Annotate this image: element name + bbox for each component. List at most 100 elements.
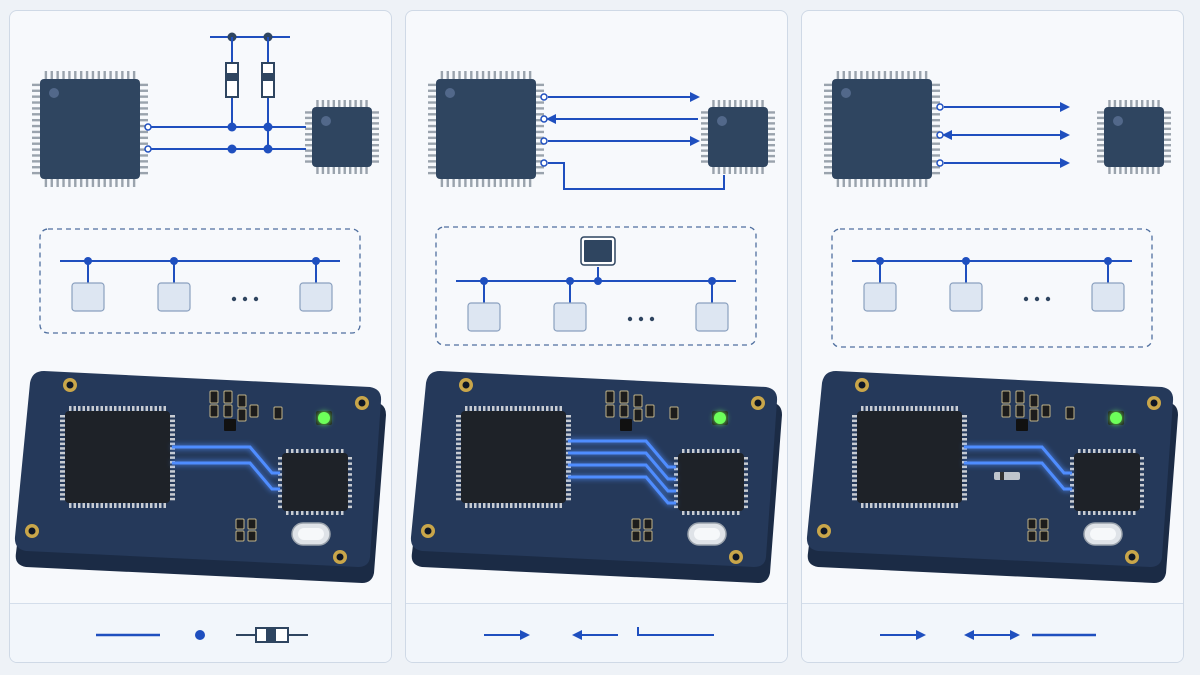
smd-component xyxy=(1041,404,1051,418)
smd-component xyxy=(1001,404,1011,418)
legend-right-icons xyxy=(880,630,1096,640)
crystal-highlight xyxy=(298,528,324,540)
mounting-hole-center xyxy=(66,381,74,389)
resistor-band xyxy=(226,73,238,81)
mcu-chip-body xyxy=(436,79,536,179)
smd-component xyxy=(1015,404,1025,418)
mcu-chip xyxy=(428,71,544,187)
bus-node xyxy=(695,302,729,332)
bus-node xyxy=(863,282,897,312)
junction-dot-icon xyxy=(227,122,237,132)
pin1-marker-icon xyxy=(717,116,727,126)
smd-component xyxy=(247,530,257,542)
smd-component xyxy=(1029,408,1039,422)
smd-component xyxy=(223,390,233,404)
glowing-trace xyxy=(568,451,676,481)
junction-dot-icon xyxy=(195,630,205,640)
master-box-outline xyxy=(580,236,616,266)
crystal-highlight xyxy=(694,528,720,540)
peripheral-chip-body xyxy=(312,107,372,167)
corner-line-icon xyxy=(637,627,714,636)
smd-component xyxy=(237,408,247,422)
smd-component xyxy=(605,390,615,404)
panel-middle xyxy=(405,10,788,663)
panel-left xyxy=(9,10,392,663)
mounting-hole-center xyxy=(754,399,762,407)
panel-right-art xyxy=(806,71,1178,583)
pin-terminal-icon xyxy=(144,123,152,131)
pin1-marker-icon xyxy=(841,88,851,98)
ellipsis-dot xyxy=(1034,296,1040,302)
smd-ic xyxy=(1016,419,1028,431)
panel-left-art xyxy=(14,32,386,583)
glowing-trace xyxy=(568,463,676,493)
mounting-hole-center xyxy=(424,527,432,535)
pin1-marker-icon xyxy=(321,116,331,126)
legend-bar-left xyxy=(10,603,391,662)
pin-terminal-icon xyxy=(540,93,548,101)
glowing-trace xyxy=(172,461,280,491)
pcb-peripheral-chip xyxy=(282,453,348,511)
smd-component xyxy=(619,390,629,404)
ellipsis-dot xyxy=(627,316,633,322)
peripheral-chip xyxy=(701,100,775,174)
bus-node xyxy=(299,282,333,312)
mounting-hole-center xyxy=(820,527,828,535)
inline-resistor-icon xyxy=(994,472,1020,480)
smd-component xyxy=(237,394,247,408)
pin-terminal-icon xyxy=(144,145,152,153)
mounting-hole-center xyxy=(858,381,866,389)
mcu-chip xyxy=(32,71,148,187)
pcb-mcu-chip xyxy=(65,411,170,503)
smd-component xyxy=(209,404,219,418)
pin-terminal-icon xyxy=(540,159,548,167)
glowing-trace xyxy=(172,445,280,475)
smd-component xyxy=(1015,390,1025,404)
mounting-hole-center xyxy=(28,527,36,535)
smd-component xyxy=(605,404,615,418)
smd-component xyxy=(1027,530,1037,542)
mounting-hole-center xyxy=(1128,553,1136,561)
smd-component xyxy=(209,390,219,404)
resistor-band xyxy=(1000,472,1004,480)
panel-middle-art xyxy=(410,71,782,583)
junction-dot-icon xyxy=(594,277,602,285)
smd-component xyxy=(1027,518,1037,530)
legend-bar-right xyxy=(802,603,1183,662)
smd-component xyxy=(1039,518,1049,530)
legend-bar-middle xyxy=(406,603,787,662)
panel-right xyxy=(801,10,1184,663)
pin-terminal-icon xyxy=(540,137,548,145)
ellipsis-dot xyxy=(253,296,259,302)
glowing-trace xyxy=(568,475,676,505)
mounting-hole-center xyxy=(462,381,470,389)
smd-component xyxy=(631,530,641,542)
bus-node xyxy=(1091,282,1125,312)
smd-component xyxy=(235,518,245,530)
led-icon xyxy=(318,412,330,424)
pcb-board xyxy=(14,371,386,583)
peripheral-chip xyxy=(1097,100,1171,174)
smd-component xyxy=(633,408,643,422)
pin-terminal-icon xyxy=(936,131,944,139)
bus-node xyxy=(157,282,191,312)
smd-component xyxy=(631,518,641,530)
pin1-marker-icon xyxy=(1113,116,1123,126)
smd-component xyxy=(643,530,653,542)
ellipsis-dot xyxy=(242,296,248,302)
pin-terminal-icon xyxy=(936,159,944,167)
bus-node xyxy=(71,282,105,312)
peripheral-chip xyxy=(305,100,379,174)
smd-component xyxy=(1001,390,1011,404)
smd-component xyxy=(247,518,257,530)
smd-component xyxy=(645,404,655,418)
pin1-marker-icon xyxy=(49,88,59,98)
crystal-highlight xyxy=(1090,528,1116,540)
resistor-band xyxy=(266,628,276,642)
peripheral-chip-body xyxy=(708,107,768,167)
return-line xyxy=(548,162,725,190)
ellipsis-dot xyxy=(1045,296,1051,302)
ellipsis-dot xyxy=(638,316,644,322)
glowing-trace xyxy=(964,461,1072,491)
smd-component xyxy=(273,406,283,420)
